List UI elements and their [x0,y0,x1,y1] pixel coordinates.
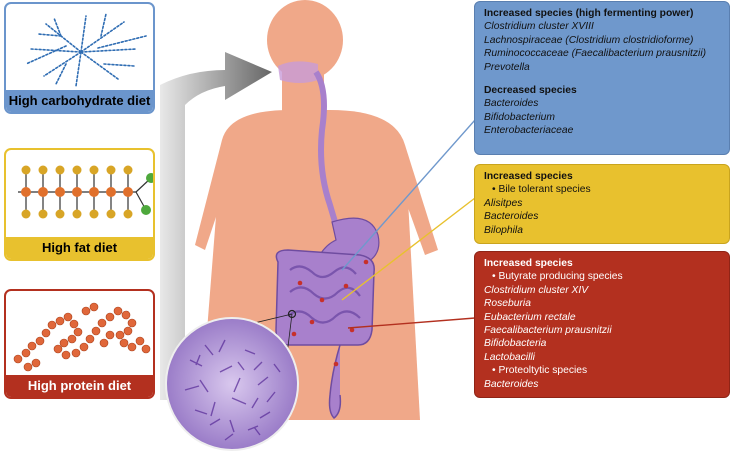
list-item: Prevotella [484,61,530,73]
list-item: Lactobacilli [484,351,535,363]
list-item: Bacteroides [484,211,539,223]
polysaccharide-icon [25,13,147,87]
carb-decreased-heading: Decreased species [484,85,577,97]
list-item: Clostridium cluster XVIII [484,21,594,33]
list-item: Bifidobacterium [484,111,555,123]
list-item: • Proteoltytic species [492,365,588,377]
carb-diet-label: High carbohydrate diet [6,90,153,112]
list-item: • Butyrate producing species [492,271,623,283]
connector-carb [341,119,476,271]
list-item: Clostridium cluster XIV [484,284,589,296]
carb-species-box: Increased species (high fermenting power… [474,1,730,155]
list-item: Bacteroides [484,98,539,110]
list-item: Lachnospiraceae (Clostridium clostridiof… [484,34,694,46]
intestines [275,249,375,419]
list-item: Enterobacteriaceae [484,125,574,137]
high-carbohydrate-panel: High carbohydrate diet [4,2,155,114]
connector-fat [341,197,476,301]
fat-species-box: Increased species • Bile tolerant specie… [474,164,730,244]
list-item: Roseburia [484,298,531,310]
connector-protein [347,317,476,329]
fat-diet-label: High fat diet [6,237,153,259]
high-fat-panel: High fat diet [4,148,155,261]
list-item: Faecalibacterium prausnitzii [484,325,612,337]
protein-diet-label: High protein diet [6,375,153,397]
protein-increased-heading: Increased species [484,258,573,269]
list-item: Bacteroides [484,378,539,390]
list-item: Eubacterium rectale [484,311,576,323]
list-item: Bilophila [484,224,523,236]
protein-species-box: Increased species • Butyrate producing s… [474,251,730,398]
high-protein-panel: High protein diet [4,289,155,399]
esophagus [313,70,341,233]
carb-increased-heading: Increased species (high fermenting power… [484,8,694,19]
mouth-cavity [278,61,318,83]
fat-increased-heading: Increased species [484,171,573,182]
protein-chain-icon [13,302,151,372]
list-item: Ruminococcaceae (Faecalibacterium prausn… [484,48,707,60]
fatty-acid-icon [18,165,153,219]
list-item: Bifidobacteria [484,338,547,350]
list-item: Alisitpes [484,197,523,209]
microbiota-micrograph [165,317,299,451]
list-item: • Bile tolerant species [492,184,591,196]
